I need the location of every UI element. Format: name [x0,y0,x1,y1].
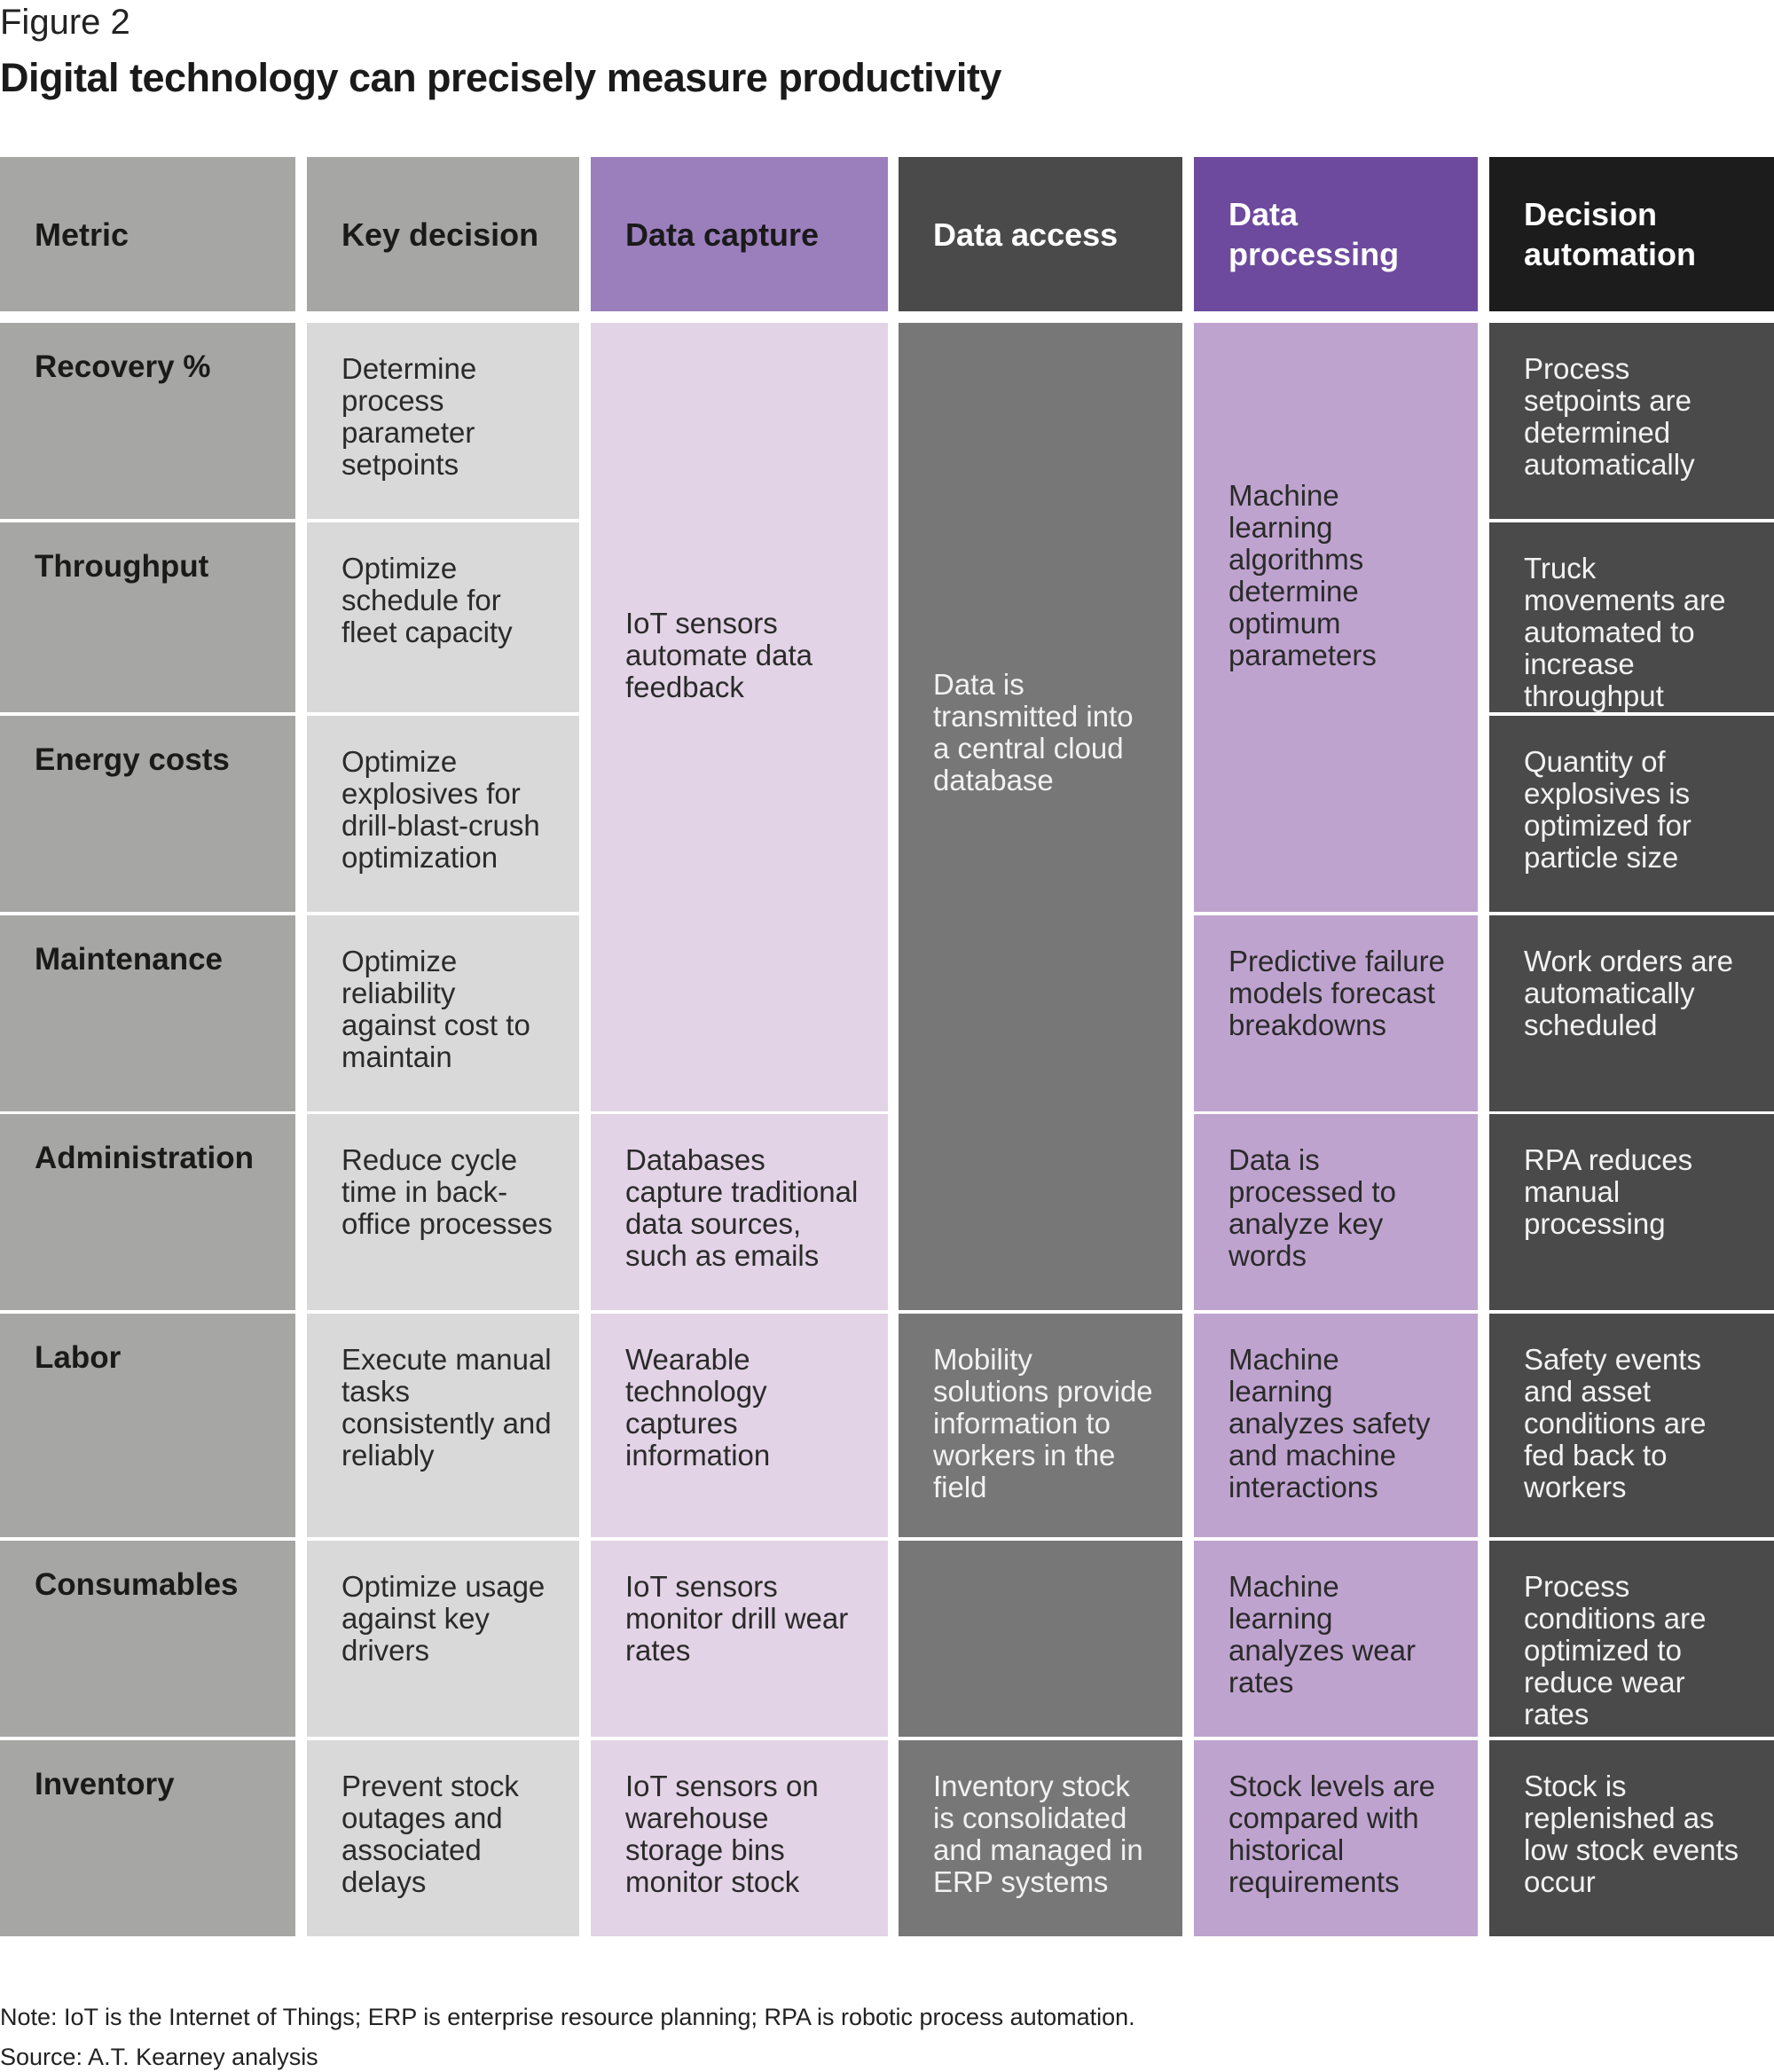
key-decision-cell: Optimize schedule for fleet capacity [307,522,579,712]
header-data-capture: Data capture [591,157,888,311]
decision-automation-cell: Process conditions are optimized to redu… [1489,1541,1774,1737]
key-decision-cell: Optimize usage against key drivers [307,1541,579,1737]
metric-cell: Inventory [0,1740,295,1936]
footnote-source: Source: A.T. Kearney analysis [0,2044,318,2070]
header-key-decision: Key decision [307,157,579,311]
data-processing-text: Machine learning algorithms determine op… [1228,479,1377,671]
metric-cell: Throughput [0,522,295,712]
decision-automation-cell: Process setpoints are determined automat… [1489,323,1774,519]
header-metric: Metric [0,157,295,311]
key-decision-cell: Optimize explosives for drill-blast-crus… [307,716,579,912]
key-decision-cell: Prevent stock outages and associated del… [307,1740,579,1936]
data-capture-cell: Wearable technology captures information [591,1314,888,1537]
header-decision-automation: Decision automation [1489,157,1774,311]
data-capture-cell-merged: IoT sensors automate data feedback [591,323,888,1111]
key-decision-cell: Execute manual tasks consistently and re… [307,1314,579,1537]
header-data-access: Data access [899,157,1182,311]
data-processing-cell: Stock levels are compared with historica… [1194,1740,1478,1936]
decision-automation-cell: Work orders are automatically scheduled [1489,915,1774,1111]
footnote-note: Note: IoT is the Internet of Things; ERP… [0,2004,1135,2030]
figure-title: Digital technology can precisely measure… [0,55,1001,100]
decision-automation-cell: Safety events and asset conditions are f… [1489,1314,1774,1537]
decision-automation-cell: RPA reduces manual processing [1489,1114,1774,1310]
data-processing-cell: Predictive failure models forecast break… [1194,915,1478,1111]
metric-cell: Administration [0,1114,295,1310]
data-access-text: Data is transmitted into a central cloud… [933,667,1134,797]
data-capture-text: IoT sensors automate data feedback [625,606,812,703]
data-processing-cell: Data is processed to analyze key words [1194,1114,1478,1310]
decision-automation-cell: Quantity of explosives is optimized for … [1489,716,1774,912]
data-access-cell-merged: Data is transmitted into a central cloud… [899,323,1182,1310]
data-capture-cell: Databases capture traditional data sourc… [591,1114,888,1310]
figure-label: Figure 2 [0,3,130,42]
data-capture-cell: IoT sensors on warehouse storage bins mo… [591,1740,888,1936]
data-processing-cell-merged: Machine learning algorithms determine op… [1194,323,1478,912]
decision-automation-cell: Stock is replenished as low stock events… [1489,1740,1774,1936]
key-decision-cell: Optimize reliability against cost to mai… [307,915,579,1111]
metric-cell: Consumables [0,1541,295,1737]
data-capture-cell: IoT sensors monitor drill wear rates [591,1541,888,1737]
metric-cell: Energy costs [0,716,295,912]
key-decision-cell: Reduce cycle time in back-office process… [307,1114,579,1310]
data-access-cell-empty [899,1541,1182,1737]
data-processing-cell: Machine learning analyzes wear rates [1194,1541,1478,1737]
metric-cell: Maintenance [0,915,295,1111]
data-processing-cell: Machine learning analyzes safety and mac… [1194,1314,1478,1537]
metric-cell: Recovery % [0,323,295,519]
decision-automation-cell: Truck movements are automated to increas… [1489,522,1774,712]
data-access-cell: Mobility solutions provide information t… [899,1314,1182,1537]
metric-cell: Labor [0,1314,295,1537]
key-decision-cell: Determine process parameter setpoints [307,323,579,519]
header-data-processing: Data processing [1194,157,1478,311]
data-access-cell: Inventory stock is consolidated and mana… [899,1740,1182,1936]
